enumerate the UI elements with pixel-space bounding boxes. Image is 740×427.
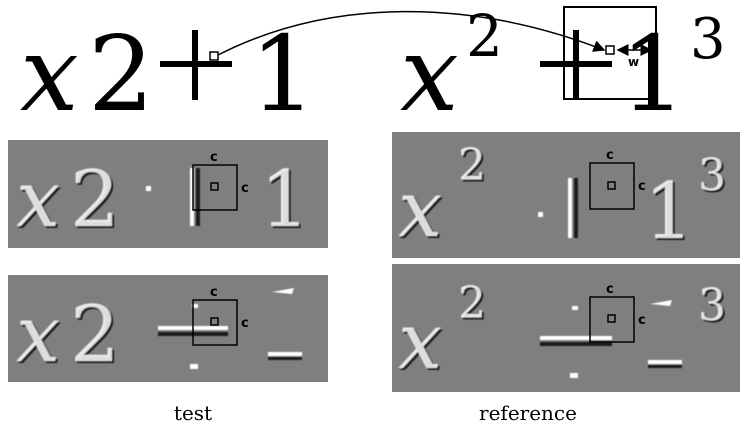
ref-upper-dot bbox=[538, 212, 543, 217]
test-lower-x: x bbox=[16, 290, 60, 380]
test-lower-tick-bottom bbox=[190, 364, 198, 369]
ref-lower-c-top: c bbox=[606, 282, 614, 297]
test-upper-bar-dark bbox=[196, 168, 200, 226]
ref-lower-2-shadow: 2 bbox=[460, 280, 488, 331]
ref-lower-x: x bbox=[398, 297, 442, 387]
ref-superscript-3: 3 bbox=[690, 7, 726, 72]
ref-lower-one-base-dark bbox=[648, 365, 682, 368]
reference-upper-panel: x x 2 2 1 1 3 3 c c bbox=[392, 132, 740, 259]
ref-upper-2-shadow: 2 bbox=[460, 142, 488, 193]
test-upper-1: 1 bbox=[260, 155, 310, 245]
test-lower-one-base-light bbox=[268, 352, 302, 356]
test-upper-center-marker bbox=[210, 182, 219, 191]
test-lower-tick-top bbox=[192, 304, 198, 308]
ref-lower-x-shadow: x bbox=[400, 299, 444, 389]
reference-lower-panel: x x 2 2 3 3 c c bbox=[392, 264, 740, 392]
caption-test: test bbox=[174, 401, 212, 425]
ref-upper-3-shadow: 3 bbox=[700, 152, 728, 203]
test-plus-vertical bbox=[192, 30, 198, 100]
test-var-x: x bbox=[20, 13, 79, 135]
ref-lower-plus-dark bbox=[540, 342, 612, 346]
test-upper-c-right: c bbox=[241, 181, 249, 196]
test-lower-one-top bbox=[272, 288, 294, 294]
ref-plus-vertical bbox=[573, 30, 579, 100]
ref-lower-center-marker bbox=[607, 314, 616, 323]
ref-upper-center-marker bbox=[607, 181, 616, 190]
test-point-marker bbox=[209, 51, 219, 61]
test-upper-x-shadow: x bbox=[18, 157, 62, 247]
ref-point-marker bbox=[605, 45, 615, 55]
test-lower-panel: x x 2 2 c c bbox=[8, 275, 328, 382]
test-lower-x-shadow: x bbox=[18, 292, 62, 382]
ref-upper-1: 1 bbox=[644, 167, 694, 257]
w-label: w bbox=[628, 55, 639, 69]
ref-digit-1: 1 bbox=[620, 13, 686, 135]
ref-lower-tick-top bbox=[572, 306, 578, 310]
ref-upper-x-shadow: x bbox=[400, 167, 444, 257]
correspondence-arrow bbox=[217, 10, 606, 56]
test-lower-c-top: c bbox=[210, 285, 218, 300]
ref-upper-context-box bbox=[589, 162, 635, 210]
ref-upper-bar-light bbox=[568, 178, 572, 238]
ref-lower-panel-bg bbox=[392, 264, 740, 392]
ref-upper-x: x bbox=[398, 165, 442, 255]
ref-lower-plus-light bbox=[540, 336, 612, 340]
test-digit-2: 2 bbox=[88, 13, 154, 135]
ref-upper-2: 2 bbox=[458, 140, 486, 191]
ref-lower-one-base-light bbox=[648, 360, 682, 364]
ref-upper-panel-bg bbox=[392, 132, 740, 258]
test-lower-context-box bbox=[192, 299, 238, 346]
search-window-box bbox=[563, 6, 657, 100]
ref-lower-c-right: c bbox=[638, 313, 646, 328]
ref-lower-context-box bbox=[589, 296, 635, 343]
reference-expression: x 2 1 3 w bbox=[400, 2, 726, 135]
test-upper-2: 2 bbox=[70, 155, 120, 245]
ref-var-x: x bbox=[400, 13, 459, 135]
ref-lower-3-shadow: 3 bbox=[700, 282, 728, 333]
test-lower-one-base-dark bbox=[268, 357, 302, 360]
ref-upper-1-shadow: 1 bbox=[646, 169, 696, 259]
test-upper-dot bbox=[146, 186, 151, 191]
test-upper-context-box bbox=[192, 164, 238, 211]
test-expression: x 2 1 bbox=[20, 13, 316, 135]
ref-upper-c-right: c bbox=[638, 179, 646, 194]
ref-superscript-2: 2 bbox=[466, 2, 503, 70]
ref-upper-3: 3 bbox=[698, 150, 726, 201]
ref-lower-one-top bbox=[650, 300, 672, 306]
test-lower-2: 2 bbox=[70, 290, 120, 380]
ref-upper-c-top: c bbox=[606, 148, 614, 163]
ref-lower-3: 3 bbox=[698, 280, 726, 331]
test-lower-2-shadow: 2 bbox=[72, 292, 122, 382]
test-upper-x: x bbox=[16, 155, 60, 245]
ref-lower-2: 2 bbox=[458, 278, 486, 329]
test-upper-panel-bg bbox=[8, 140, 328, 248]
test-lower-center-marker bbox=[210, 317, 219, 326]
test-upper-panel: x x 2 2 1 1 c c bbox=[8, 140, 328, 248]
test-digit-1: 1 bbox=[250, 13, 316, 135]
test-lower-c-right: c bbox=[241, 316, 249, 331]
test-upper-1-shadow: 1 bbox=[262, 157, 312, 247]
ref-lower-tick-bottom bbox=[570, 373, 578, 378]
test-upper-c-top: c bbox=[210, 150, 218, 165]
test-upper-bar-light bbox=[190, 168, 194, 226]
test-upper-2-shadow: 2 bbox=[72, 157, 122, 247]
ref-upper-bar-dark bbox=[574, 178, 578, 238]
caption-reference: reference bbox=[479, 401, 577, 425]
